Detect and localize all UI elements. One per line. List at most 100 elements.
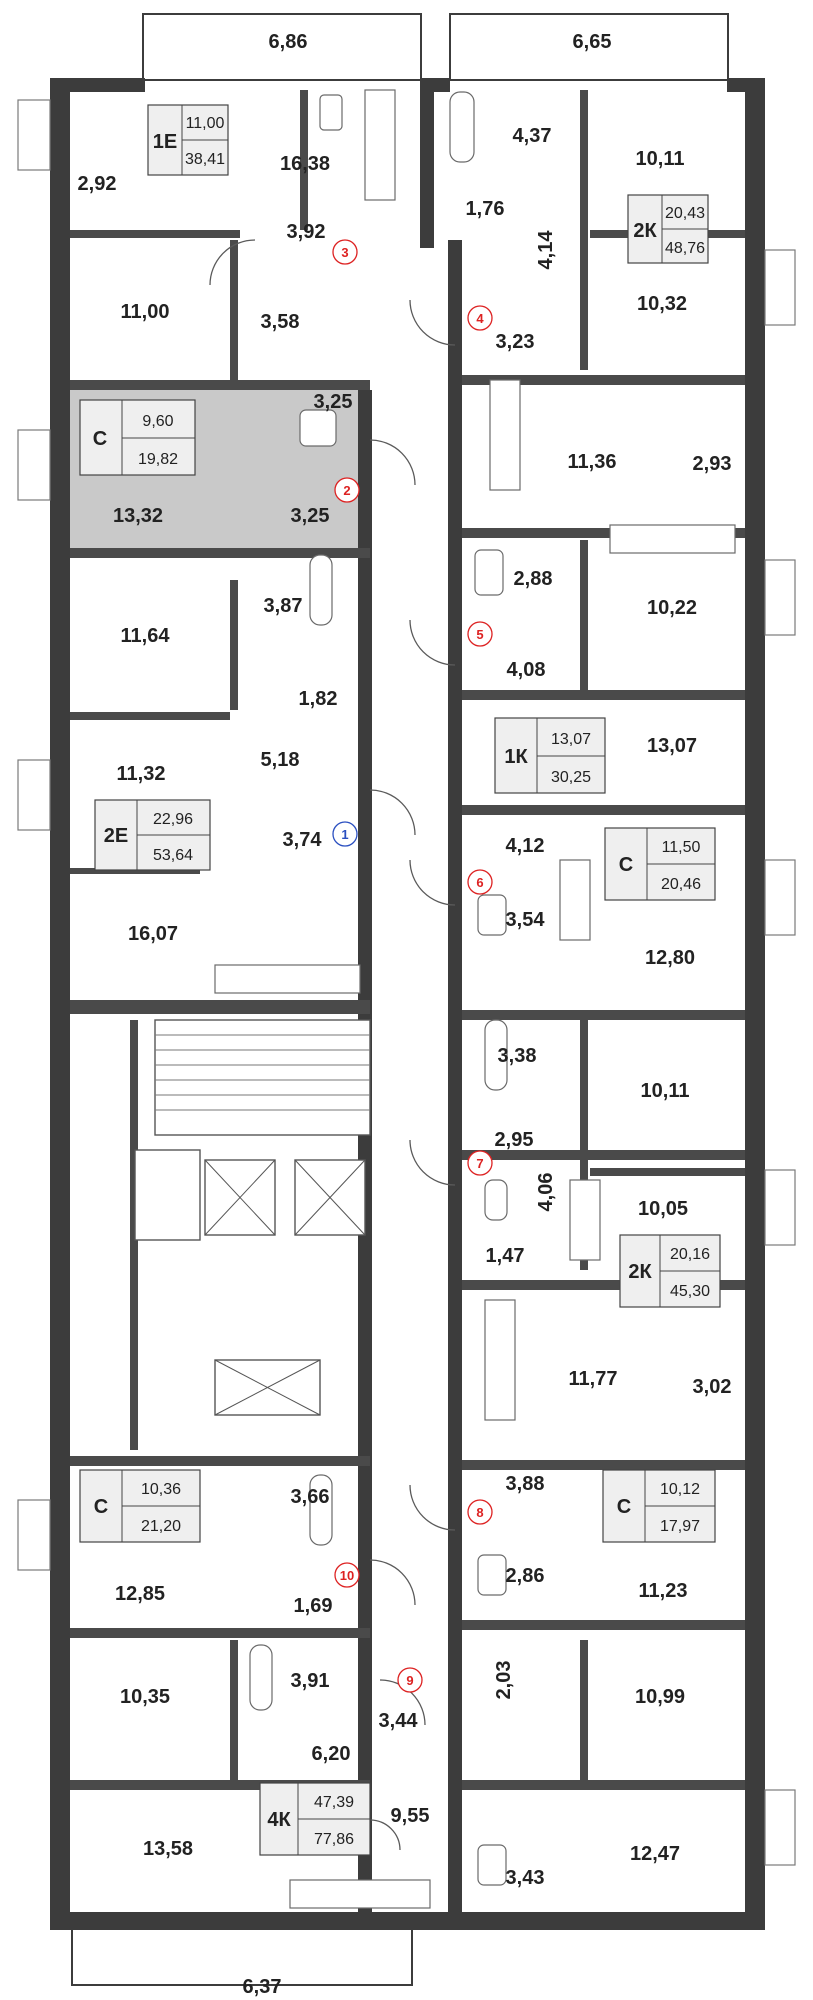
area-label: 3,54: [506, 909, 546, 931]
area-label: 10,11: [641, 1080, 690, 1102]
svg-text:11,50: 11,50: [662, 839, 701, 856]
svg-text:1Е: 1Е: [153, 131, 177, 153]
area-label: 6,37: [243, 1976, 282, 1998]
area-label: 13,58: [143, 1838, 193, 1860]
area-label: 3,38: [498, 1045, 537, 1067]
kitchen-counters: [214, 89, 736, 1909]
area-label: 4,37: [513, 125, 552, 147]
svg-text:45,30: 45,30: [670, 1283, 710, 1300]
svg-text:9,60: 9,60: [142, 413, 173, 430]
svg-text:21,20: 21,20: [141, 1518, 181, 1535]
entrance-number: 5: [476, 627, 483, 642]
svg-text:22,96: 22,96: [153, 811, 193, 828]
area-label: 3,88: [506, 1473, 545, 1495]
area-label: 10,22: [647, 597, 697, 619]
area-label: 4,06: [535, 1173, 557, 1212]
area-label: 2,86: [506, 1565, 545, 1587]
area-label: 11,77: [569, 1368, 618, 1390]
svg-text:С: С: [93, 428, 107, 450]
area-label: 10,32: [637, 293, 687, 315]
entrance-number: 4: [476, 311, 484, 326]
area-label: 2,03: [493, 1661, 515, 1700]
entrance-markers: 3 2 1 4 5 6 7 8 9 10: [332, 239, 493, 1693]
entrance-number: 7: [476, 1156, 483, 1171]
svg-text:17,97: 17,97: [660, 1518, 700, 1535]
svg-text:20,43: 20,43: [665, 205, 705, 222]
entrance-number: 2: [343, 483, 350, 498]
area-label: 3,74: [283, 829, 323, 851]
area-label: 10,05: [638, 1198, 688, 1220]
area-label: 3,66: [291, 1486, 330, 1508]
apartment-badge: 1К 13,07 30,25: [494, 717, 606, 794]
area-label: 16,07: [128, 923, 178, 945]
svg-text:2Е: 2Е: [104, 825, 128, 847]
svg-text:38,41: 38,41: [185, 151, 225, 168]
entrance-number: 8: [476, 1505, 483, 1520]
area-label: 3,43: [506, 1867, 545, 1889]
area-label: 16,38: [280, 153, 330, 175]
area-label: 11,00: [121, 301, 170, 323]
area-label: 11,36: [568, 451, 617, 473]
outer-walls: [50, 78, 765, 1930]
apartment-badge: 2К 20,16 45,30: [619, 1234, 721, 1308]
entrance-number: 6: [476, 875, 483, 890]
entrance-number: 1: [341, 827, 348, 842]
area-label: 10,99: [635, 1686, 685, 1708]
apartment-badge: 2К 20,43 48,76: [627, 194, 709, 264]
entrance-number: 10: [340, 1568, 354, 1583]
svg-text:С: С: [94, 1496, 108, 1518]
svg-text:47,39: 47,39: [314, 1794, 354, 1811]
area-label: 9,55: [391, 1805, 430, 1827]
svg-text:20,46: 20,46: [661, 876, 701, 893]
svg-text:30,25: 30,25: [551, 769, 591, 786]
area-label: 13,07: [647, 735, 697, 757]
area-label: 10,35: [120, 1686, 170, 1708]
apartment-badges: 1Е 11,00 38,41 2К 20,43 48,76 С 9,60 19,…: [79, 104, 721, 1856]
svg-text:1К: 1К: [504, 746, 528, 768]
area-label: 11,64: [121, 625, 171, 647]
svg-text:53,64: 53,64: [153, 847, 193, 864]
apartment-badge: 4К 47,39 77,86: [259, 1782, 371, 1856]
apartment-badge: С 11,50 20,46: [604, 827, 716, 901]
area-label: 3,91: [291, 1670, 330, 1692]
apartment-badge: С 10,36 21,20: [79, 1469, 201, 1543]
area-label: 3,23: [496, 331, 535, 353]
area-label: 12,80: [645, 947, 695, 969]
area-label: 13,32: [113, 505, 163, 527]
area-label: 12,47: [630, 1843, 680, 1865]
area-label: 3,92: [287, 221, 326, 243]
area-label: 4,08: [507, 659, 546, 681]
svg-text:13,07: 13,07: [551, 731, 591, 748]
area-label: 1,76: [466, 198, 505, 220]
area-label: 3,02: [693, 1376, 732, 1398]
bathroom-fixtures: [249, 91, 508, 1886]
area-label: 11,23: [639, 1580, 688, 1602]
area-label: 2,93: [693, 453, 732, 475]
area-label: 2,92: [78, 173, 117, 195]
area-label: 2,88: [514, 568, 553, 590]
svg-text:С: С: [619, 854, 633, 876]
area-label: 10,11: [636, 148, 685, 170]
area-label: 4,12: [506, 835, 545, 857]
area-label: 6,20: [312, 1743, 351, 1765]
svg-text:11,00: 11,00: [186, 115, 225, 132]
area-label: 3,58: [261, 311, 300, 333]
area-label: 5,18: [261, 749, 300, 771]
svg-text:19,82: 19,82: [138, 451, 178, 468]
area-label: 6,65: [573, 31, 612, 53]
apartment-badge: 2Е 22,96 53,64: [94, 799, 211, 871]
svg-text:10,12: 10,12: [660, 1481, 700, 1498]
apartment-badge: С 10,12 17,97: [602, 1469, 716, 1543]
area-label: 4,14: [535, 230, 557, 270]
windows: [17, 99, 796, 1866]
svg-text:48,76: 48,76: [665, 240, 705, 257]
svg-text:4К: 4К: [267, 1809, 291, 1831]
entrance-number: 9: [406, 1673, 413, 1688]
area-label: 1,69: [294, 1595, 333, 1617]
balconies: [71, 13, 729, 1986]
area-label: 1,47: [486, 1245, 525, 1267]
svg-text:2К: 2К: [628, 1261, 652, 1283]
area-label: 1,82: [299, 688, 338, 710]
area-label: 3,25: [314, 391, 353, 413]
apartment-badge: С 9,60 19,82: [79, 399, 196, 476]
